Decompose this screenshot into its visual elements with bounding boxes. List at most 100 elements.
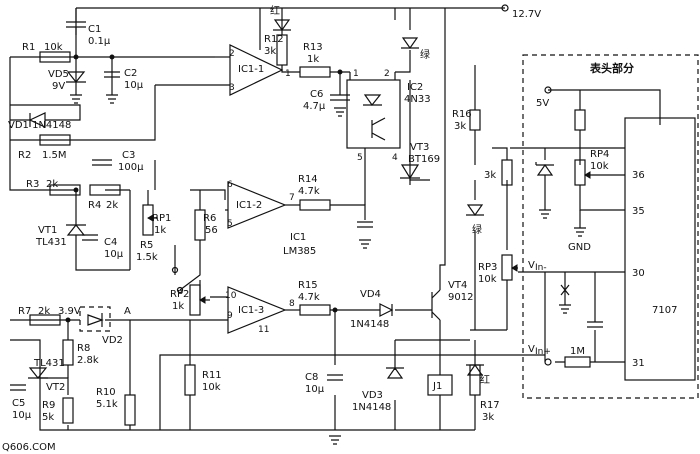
r2-ref: R2: [18, 150, 31, 161]
r16-ref: R16: [452, 109, 472, 120]
vd4-part: 1N4148: [350, 319, 389, 330]
ground-symbols: [70, 94, 586, 445]
rp3-ref: RP3: [478, 262, 497, 273]
thyristor-vt3: [400, 164, 420, 185]
ic1-3-pin-9: 9: [227, 311, 233, 321]
r13-ref: R13: [303, 42, 323, 53]
c4-value: 10μ: [104, 249, 124, 260]
chip-pin-35: 35: [632, 206, 645, 217]
resistor-bodies: [29, 34, 591, 426]
r9-body: [62, 397, 74, 424]
r12-ref: R12: [264, 34, 284, 45]
vd3-part: 1N4148: [352, 402, 391, 413]
r1m-value: 1M: [570, 346, 585, 357]
rp4-ref: RP4: [590, 149, 609, 160]
ic1-ref: IC1: [290, 232, 306, 243]
vd4-ref: VD4: [360, 289, 381, 300]
opamp-ic1-1: [229, 44, 284, 96]
transistor-vt4: [415, 289, 441, 321]
vt2-ref: VT2: [46, 382, 65, 393]
ic1-2-pin-5: 5: [227, 219, 233, 229]
vd1-label: VD1 1N4148: [8, 120, 71, 131]
r6-value: 56: [205, 225, 218, 236]
r1-body: [39, 51, 71, 63]
r15-body: [299, 304, 331, 316]
c6-ref: C6: [310, 89, 323, 100]
r4-ref: R4: [88, 200, 101, 211]
r3-value: 2k: [46, 179, 58, 190]
r9-value: 5k: [42, 412, 54, 423]
ic1-part: LM385: [283, 246, 316, 257]
r15-ref: R15: [298, 280, 318, 291]
led-red-bottom: 红: [480, 373, 490, 386]
r7-ref: R7: [18, 306, 31, 317]
c1-ref: C1: [88, 24, 101, 35]
chip-pin-36: 36: [632, 170, 645, 181]
r4-body: [89, 184, 121, 196]
vd2-ref: VD2: [102, 335, 123, 346]
meter-title: 表头部分: [589, 61, 634, 75]
switch-contacts: [171, 266, 184, 294]
ic2-pin-1: 1: [353, 69, 359, 79]
vd5-ref: VD5: [48, 69, 69, 80]
ic2-ref: IC2: [407, 82, 423, 93]
ic1-3-label: IC1-3: [238, 305, 264, 316]
r-meter-top-body: [574, 109, 586, 131]
r14-ref: R14: [298, 174, 318, 185]
rp3-body: [501, 254, 513, 281]
r13-body: [299, 66, 331, 78]
r13-value: 1k: [307, 54, 319, 65]
r4-value: 2k: [106, 200, 118, 211]
v39-label: 3.9V: [58, 306, 81, 317]
ic1-1-pin-2: 2: [229, 49, 235, 59]
rp2-ref: RP2: [170, 289, 189, 300]
r3-body: [49, 184, 81, 196]
r1-value: 10k: [44, 42, 63, 53]
vt2-part: TL431: [33, 358, 65, 369]
rp1-ref: RP1: [152, 213, 171, 224]
r8-value: 2.8k: [77, 355, 99, 366]
opamp-ic1-2: [227, 181, 287, 229]
ic2-pin-2: 2: [384, 69, 390, 79]
rp2-value: 1k: [172, 301, 184, 312]
c6-value: 4.7μ: [303, 101, 326, 112]
c2-ref: C2: [124, 68, 137, 79]
r16-value: 3k: [454, 121, 466, 132]
c4-ref: C4: [104, 237, 117, 248]
r12-value: 3k: [264, 46, 276, 57]
r3-ref: R3: [26, 179, 39, 190]
meter-gnd: GND: [568, 242, 591, 253]
chip-pin-30: 30: [632, 268, 645, 279]
r14-value: 4.7k: [298, 186, 320, 197]
optocoupler-ic2: [346, 79, 401, 149]
r8-ref: R8: [77, 343, 90, 354]
ic1-1-pin-3: 3: [229, 83, 235, 93]
ic1-1-label: IC1-1: [238, 64, 264, 75]
r9-ref: R9: [42, 400, 55, 411]
chip-label: 7107: [652, 305, 677, 316]
wires: [9, 4, 661, 431]
rp2-body: [189, 284, 201, 316]
pot-arrows: [147, 171, 592, 304]
vin-plus-sub: In+: [535, 347, 551, 357]
c3-value: 100μ: [118, 162, 144, 173]
r7-body: [29, 314, 61, 326]
r2-value: 1.5M: [42, 150, 67, 161]
ic1-2-pin-6: 6: [227, 180, 233, 190]
ic1-2-label: IC1-2: [236, 200, 262, 211]
vt1-part: TL431: [35, 237, 67, 248]
ic2-pin-5: 5: [357, 153, 363, 163]
led-green-mid: 绿: [472, 223, 482, 236]
relay-j1: [427, 374, 453, 396]
c5-ref: C5: [12, 398, 25, 409]
supply-label: 12.7V: [512, 9, 541, 20]
vt4-ref: VT4: [448, 280, 467, 291]
tl431-symbols: [28, 224, 86, 379]
r11-value: 10k: [202, 382, 221, 393]
vt4-part: 9012: [448, 292, 473, 303]
vd5-voltage: 9V: [52, 81, 65, 92]
ic1-3-pin-11: 11: [258, 325, 269, 335]
vt3-ref: VT3: [410, 142, 429, 153]
r5-ref: R5: [140, 240, 153, 251]
